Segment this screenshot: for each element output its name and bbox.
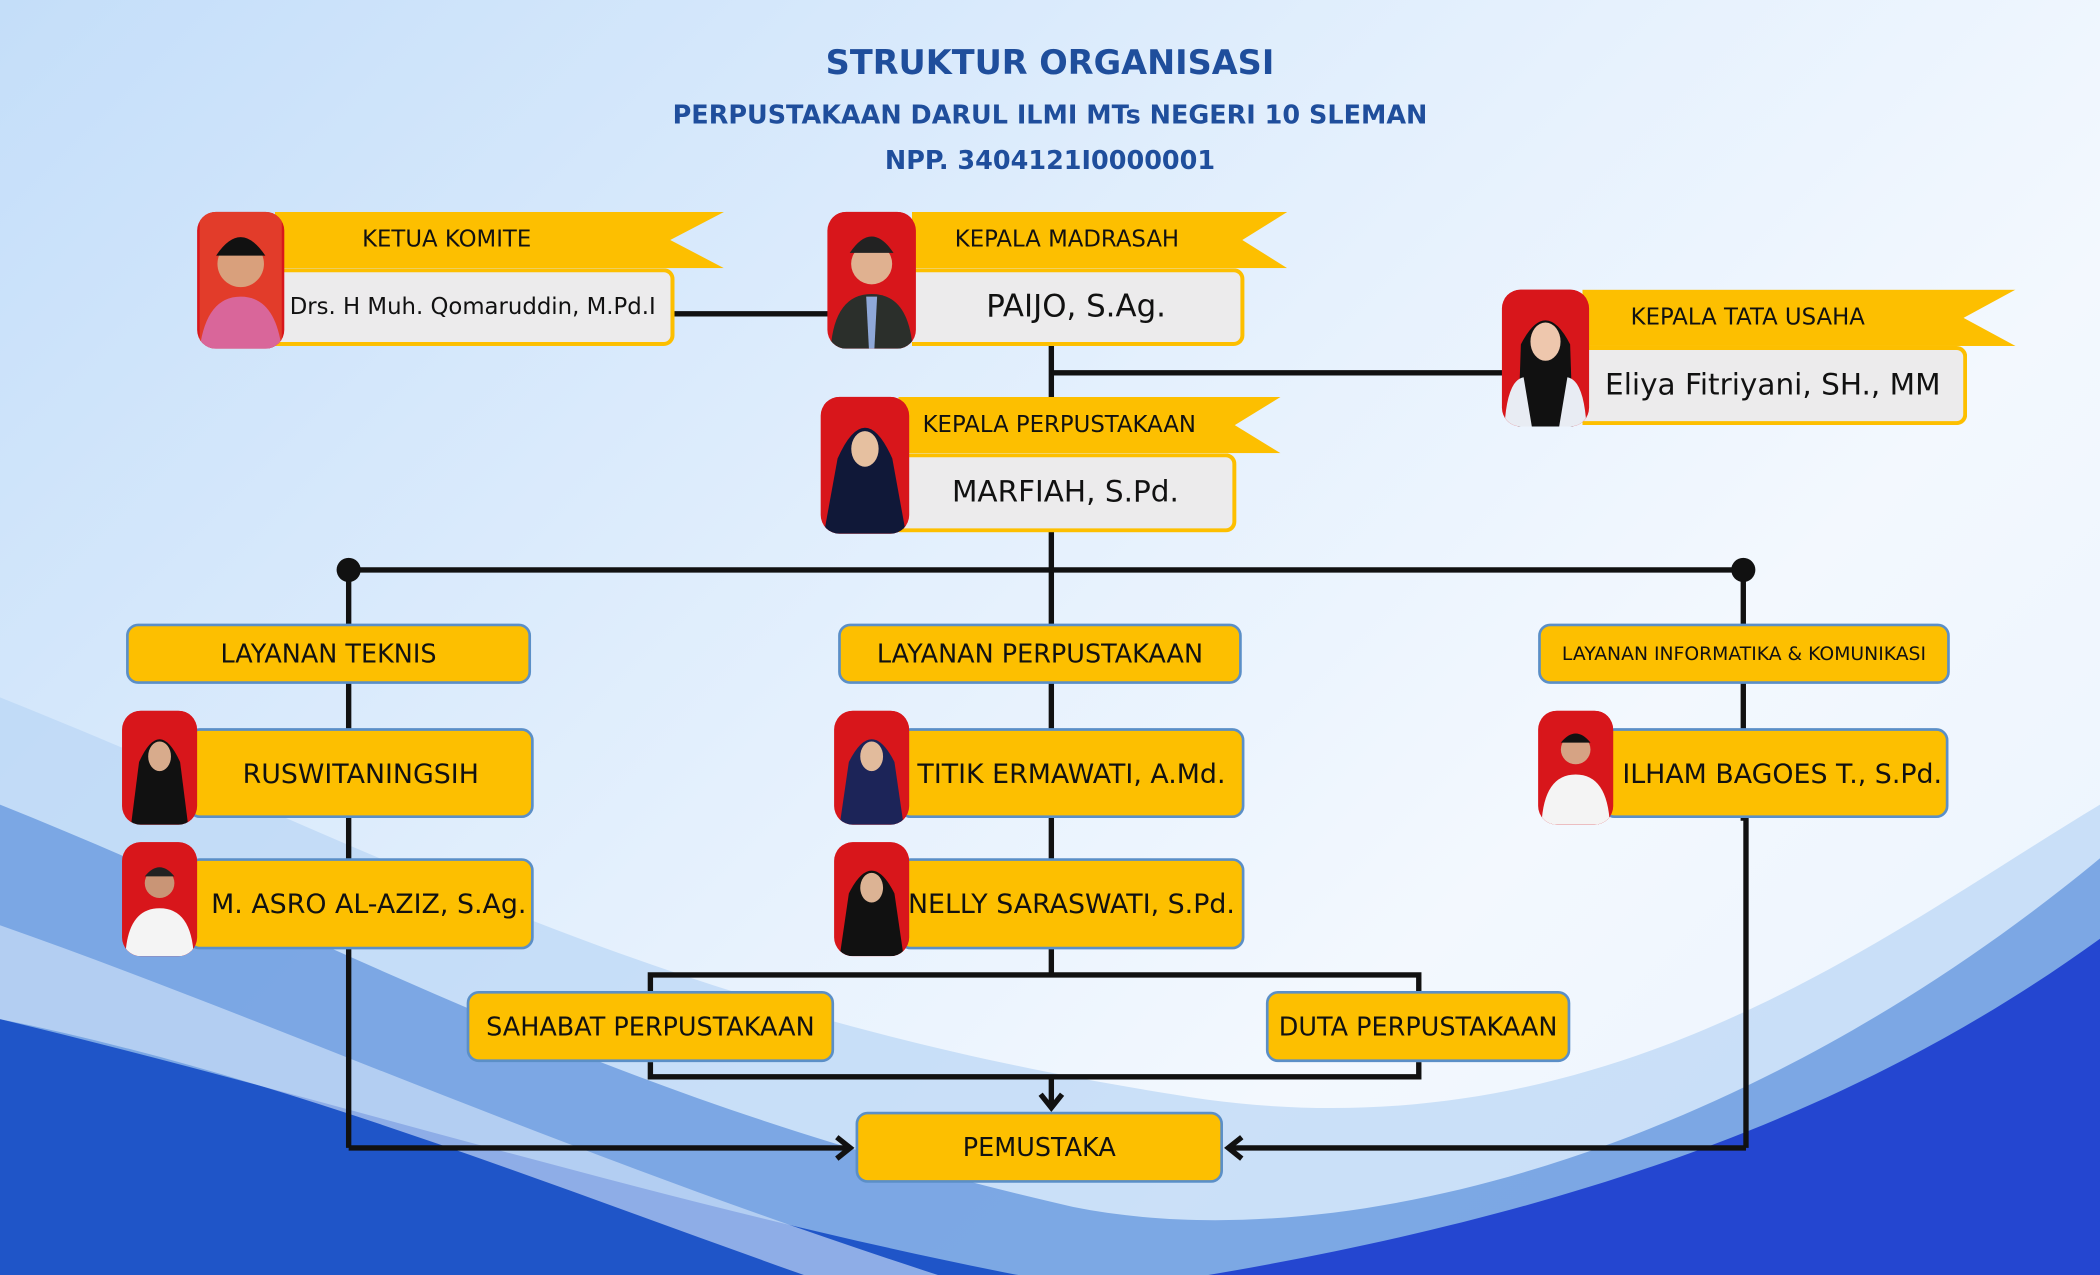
npp-number: NPP. 3404121I0000001 bbox=[884, 146, 1216, 176]
unit-layanan-informatika: LAYANAN INFORMATIKA & KOMUNIKASI bbox=[1538, 623, 1950, 684]
staff-ruswitaningsih: RUSWITANINGSIH bbox=[187, 728, 534, 819]
page-title: STRUKTUR ORGANISASI bbox=[825, 42, 1275, 82]
avatar-kepala-perpustakaan bbox=[820, 396, 910, 534]
avatar-titik-ermawati bbox=[834, 710, 910, 825]
role-kepala-tata-usaha: KEPALA TATA USAHA bbox=[1582, 289, 2016, 346]
name-ketua-komite: Drs. H Muh. Qomaruddin, M.Pd.I bbox=[274, 268, 675, 346]
sahabat-perpustakaan: SAHABAT PERPUSTAKAAN bbox=[466, 990, 835, 1063]
staff-m-asro: M. ASRO AL-AZIZ, S.Ag. bbox=[187, 858, 534, 950]
staff-titik-ermawati: TITIK ERMAWATI, A.Md. bbox=[898, 728, 1245, 819]
staff-ilham-bagoes: ILHAM BAGOES T., S.Pd. bbox=[1602, 728, 1949, 819]
name-kepala-madrasah: PAIJO, S.Ag. bbox=[911, 268, 1245, 346]
role-ketua-komite: KETUA KOMITE bbox=[274, 211, 725, 269]
name-kepala-perpustakaan: MARFIAH, S.Pd. bbox=[898, 453, 1237, 533]
junction-dot-left bbox=[336, 557, 361, 582]
avatar-kepala-tata-usaha bbox=[1501, 289, 1590, 427]
avatar-kepala-madrasah bbox=[827, 211, 916, 349]
pemustaka: PEMUSTAKA bbox=[855, 1111, 1223, 1183]
name-kepala-tata-usaha: Eliya Fitriyani, SH., MM bbox=[1582, 345, 1968, 426]
staff-nelly-saraswati: NELLY SARASWATI, S.Pd. bbox=[898, 858, 1245, 950]
role-kepala-perpustakaan: KEPALA PERPUSTAKAAN bbox=[898, 396, 1281, 454]
duta-perpustakaan: DUTA PERPUSTAKAAN bbox=[1265, 990, 1571, 1063]
avatar-ketua-komite bbox=[197, 211, 285, 349]
avatar-ruswitaningsih bbox=[122, 710, 198, 825]
role-kepala-madrasah: KEPALA MADRASAH bbox=[911, 211, 1288, 269]
avatar-ilham-bagoes bbox=[1538, 710, 1614, 825]
unit-layanan-teknis: LAYANAN TEKNIS bbox=[126, 623, 532, 684]
avatar-nelly-saraswati bbox=[834, 842, 910, 957]
junction-dot-right bbox=[1731, 557, 1756, 582]
avatar-m-asro bbox=[122, 842, 198, 957]
page-subtitle: PERPUSTAKAAN DARUL ILMI MTs NEGERI 10 SL… bbox=[672, 100, 1428, 131]
unit-layanan-perpustakaan: LAYANAN PERPUSTAKAAN bbox=[838, 623, 1242, 684]
